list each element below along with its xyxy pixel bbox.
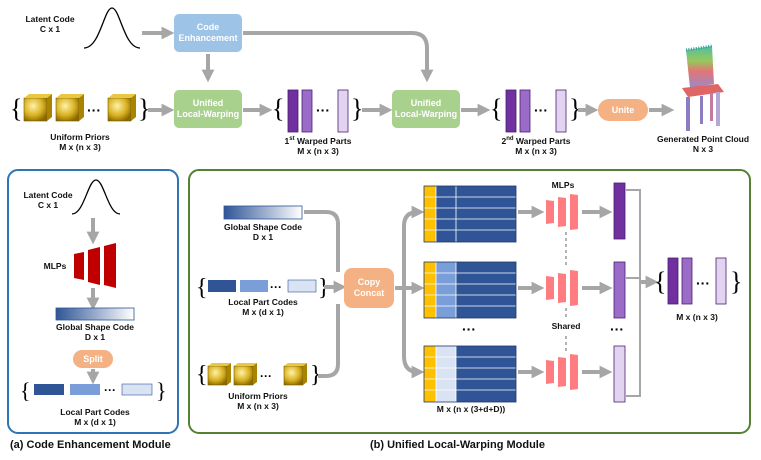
matrix-3 (423, 345, 517, 403)
svg-text:···: ··· (696, 275, 710, 291)
svg-text:}: } (730, 267, 742, 296)
unified-warping-box-2 (392, 90, 460, 128)
svg-text:}: } (569, 94, 581, 123)
svg-text:}: } (318, 275, 330, 301)
svg-text:···: ··· (610, 321, 624, 337)
prior-cube-2 (55, 94, 84, 122)
a-mlps-label: MLPs (43, 261, 67, 271)
code-enhancement-box (174, 14, 242, 52)
branch-to-matrix-3 (402, 288, 425, 379)
warped2-label: 2nd Warped Parts M x (n x 3) (501, 135, 571, 156)
svg-text:{: { (10, 94, 22, 123)
collect-lines (626, 189, 641, 397)
arrow-priors-to-concat (318, 304, 340, 378)
a-local-code-3 (121, 383, 153, 396)
svg-text:{: { (196, 275, 208, 301)
warped2-part-a (505, 89, 517, 133)
svg-text:···: ··· (270, 280, 282, 294)
unite-box (598, 99, 648, 121)
b-local-code-1 (208, 280, 236, 292)
module-a-global-code (55, 307, 135, 321)
a-local-code-1 (34, 384, 64, 395)
b-prior-cube-3 (283, 363, 307, 386)
b-prior-cube-1 (207, 363, 231, 386)
svg-text:{: { (272, 94, 284, 123)
svg-text:···: ··· (462, 321, 476, 337)
out-part-3 (613, 345, 626, 403)
svg-text:}: } (351, 94, 363, 123)
b-local-code-2 (240, 280, 268, 292)
final-part-c (715, 257, 727, 305)
mlp-group-3 (546, 354, 578, 390)
svg-text:{: { (20, 378, 31, 403)
svg-text:}: } (138, 94, 150, 123)
module-a-frame (7, 169, 179, 434)
svg-text:}: } (310, 362, 322, 388)
b-matrix-label: M x (n x (3+d+D)) (436, 404, 506, 414)
branch-to-matrix-1 (402, 205, 425, 288)
unite-label: Unite (611, 104, 635, 115)
b-local-code-3 (287, 279, 317, 293)
module-b-frame (188, 169, 751, 434)
split-box (73, 350, 113, 368)
out-part-1 (613, 182, 626, 240)
svg-text:{: { (196, 362, 208, 388)
b-mlps-label: MLPs (551, 180, 575, 190)
warped1-label: 1st Warped Parts M x (n x 3) (284, 135, 352, 156)
arrow-enhancement-to-second (243, 31, 434, 83)
svg-text:}: } (156, 378, 167, 403)
matrix-1 (423, 185, 517, 243)
out-part-2 (613, 261, 626, 319)
svg-text:···: ··· (260, 369, 272, 383)
final-part-a (667, 257, 679, 305)
warped1-part-a (287, 89, 299, 133)
b-output-label: M x (n x 3) (676, 312, 718, 322)
matrix-2 (423, 261, 517, 319)
b-shared-label: Shared (551, 321, 581, 331)
warped2-part-c (555, 89, 567, 133)
svg-text:{: { (654, 267, 666, 296)
caption-module-a: (a) Code Enhancement Module (10, 439, 171, 451)
warped1-part-b (301, 89, 313, 133)
split-label: Split (83, 353, 103, 364)
mlp-group-1 (546, 194, 578, 230)
warped1-part-c (337, 89, 349, 133)
a-local-code-2 (70, 384, 100, 395)
svg-text:···: ··· (104, 383, 116, 397)
arrow-global-to-concat (304, 210, 340, 272)
final-part-b (681, 257, 693, 305)
caption-module-b: (b) Unified Local-Warping Module (370, 439, 545, 451)
svg-text:···: ··· (534, 102, 548, 118)
b-prior-cube-2 (233, 363, 257, 386)
module-a-gaussian (71, 179, 121, 215)
latent-gaussian-curve (83, 7, 141, 49)
svg-text:···: ··· (87, 102, 101, 118)
point-cloud-chair (682, 44, 724, 131)
b-global-code (223, 205, 303, 220)
mlp-group-2 (546, 270, 578, 306)
module-a-mlps (74, 243, 116, 288)
copy-concat-box (344, 268, 394, 308)
prior-cube-3 (107, 94, 136, 122)
svg-text:···: ··· (316, 102, 330, 118)
unified-warping-box-1 (174, 90, 242, 128)
warped2-part-b (519, 89, 531, 133)
prior-cube-1 (23, 94, 52, 122)
svg-text:{: { (490, 94, 502, 123)
